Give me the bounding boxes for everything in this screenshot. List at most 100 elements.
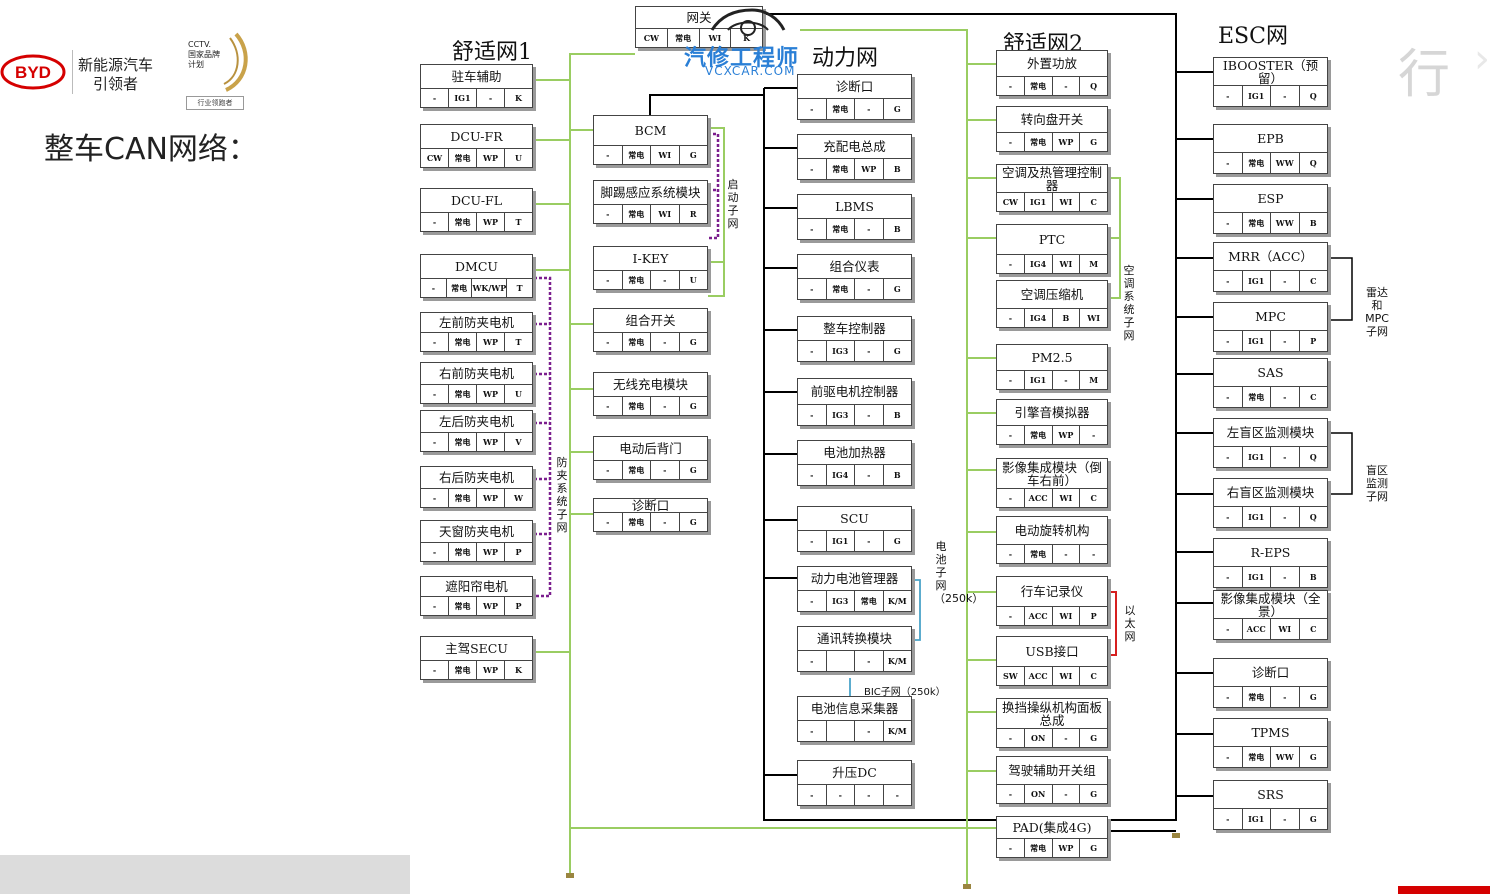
ecu-field-3: - (854, 465, 883, 485)
ecu-field-1: - (810, 790, 814, 800)
ecu-field-4: G (1298, 809, 1328, 829)
byd-logo: BYD (0, 54, 66, 90)
ecu-fields: -IG1-Q (1214, 507, 1327, 527)
ecu-field-2: 常电 (448, 433, 476, 451)
ecu-field-3: WP (1051, 133, 1080, 151)
ecu-field-3: WW (1270, 213, 1299, 233)
c2-ecu-node: 驾驶辅助开关组-ON-G (996, 756, 1108, 804)
next-chevron-icon[interactable]: › (1474, 36, 1490, 82)
ecu-field-2: 常电 (1023, 545, 1052, 563)
ecu-field-2 (825, 651, 855, 671)
ecu-name: 组合仪表 (798, 255, 911, 279)
ecu-fields: -IG1-C (1214, 271, 1327, 291)
ecu-field-1: - (1008, 313, 1013, 323)
esc-ecu-node: 诊断口-常电-G (1213, 658, 1328, 708)
ecu-field-1: - (432, 337, 437, 347)
ecu-name: 外置功放 (997, 51, 1107, 77)
ecu-field-4: W (504, 489, 532, 507)
ecu-field-2: 常电 (621, 397, 651, 415)
esc-ecu-node: R-EPS-IG1-B (1213, 538, 1328, 588)
ecu-field-2: 常电 (1241, 387, 1271, 407)
ecu-field-1: - (1008, 137, 1013, 147)
ecu-name: USB接口 (997, 637, 1107, 667)
ecu-field-4: P (504, 543, 532, 561)
ecu-field-4: T (506, 279, 532, 297)
ecu-field-2: IG1 (1241, 447, 1271, 467)
ecu-name: 电池加热器 (798, 441, 911, 465)
ecu-field-2: ACC (1023, 667, 1052, 685)
ecu-field-2: 常电 (1241, 687, 1271, 707)
plan-line2: 计划 (188, 60, 204, 69)
faint-background-glyph: 行 (1398, 45, 1451, 105)
c1b-ecu-node: 诊断口-常电-G (593, 498, 708, 532)
bic-subnet-label: BIC子网（250k） (864, 687, 946, 698)
brand-plan-text: CCTV. 国家品牌 计划 (188, 40, 220, 70)
ecu-field-4: G (1079, 133, 1107, 151)
ecu-field-1: - (432, 437, 437, 447)
pw-ecu-node: 组合仪表-常电-G (797, 254, 912, 300)
ecu-field-2: 常电 (448, 543, 476, 561)
ecu-name: EPB (1214, 125, 1327, 153)
blind-subnet-label: 盲区监测子网 (1366, 464, 1388, 503)
ecu-fields: -常电-G (594, 397, 707, 415)
c1b-ecu-node: 电动后背门-常电-G (593, 436, 708, 480)
pw-ecu-node: SCU-IG1-G (797, 506, 912, 552)
ecu-field-4: B (882, 465, 912, 485)
ac-subnet-label: 空调系统子网 (1123, 264, 1135, 342)
ecu-field-2: IG1 (1241, 809, 1271, 829)
ecu-field-1: CW (643, 33, 660, 43)
ecu-field-2: IG1 (825, 531, 855, 551)
bus-terminals (566, 833, 1180, 889)
ecu-name: 组合开关 (594, 309, 707, 333)
ecu-field-4: K (730, 29, 762, 47)
ecu-field-3: - (1270, 507, 1299, 527)
ecu-field-2: 常电 (621, 146, 651, 164)
ecu-field-2: IG3 (825, 405, 855, 425)
ecu-field-3: WP (476, 597, 504, 615)
ecu-name: 诊断口 (1214, 659, 1327, 687)
ecu-name: DMCU (421, 255, 532, 279)
plan-line1: 国家品牌 (188, 50, 220, 59)
ecu-field-3: WP (854, 159, 883, 179)
battery-subnet-label: 电池子网（250k） (934, 540, 984, 605)
anti-pinch-subnet-lines (534, 132, 720, 598)
ecu-field-2: ACC (1023, 607, 1052, 625)
ecu-field-1: - (810, 726, 814, 736)
esc-ecu-node: SAS-常电-C (1213, 358, 1328, 408)
ecu-field-1: - (1008, 789, 1013, 799)
ecu-field-4: K/M (882, 651, 912, 671)
ecu-field-2: IG4 (1023, 309, 1052, 327)
ecu-field-1: - (1226, 336, 1230, 346)
page-title: 整车CAN网络： (44, 132, 258, 167)
ecu-name: BCM (594, 116, 707, 146)
ecu-name: 右盲区监测模块 (1214, 479, 1327, 507)
ecu-fields: -常电-- (997, 545, 1107, 563)
ecu-field-3: - (1270, 567, 1299, 587)
slogan-line2: 引领者 (93, 75, 139, 93)
ecu-field-4: B (882, 159, 912, 179)
ecu-fields: -IG1-M (997, 371, 1107, 389)
ecu-fields: -IG1-Q (1214, 86, 1327, 106)
pw-ecu-node: 电池加热器-IG4-B (797, 440, 912, 486)
ecu-name: 左前防夹电机 (421, 313, 532, 333)
ecu-field-4: B (1298, 213, 1328, 233)
ecu-field-2: IG1 (1023, 193, 1052, 211)
ecu-field-3: WP (476, 213, 504, 231)
slogan-line1: 新能源汽车 (78, 56, 154, 74)
brand-slogan: 新能源汽车 引领者 (78, 56, 153, 94)
ecu-field-4: Q (1298, 86, 1328, 106)
ecu-field-1: - (810, 536, 814, 546)
ecu-field-1: - (606, 209, 610, 219)
ecu-field-2: IG4 (1023, 255, 1052, 273)
